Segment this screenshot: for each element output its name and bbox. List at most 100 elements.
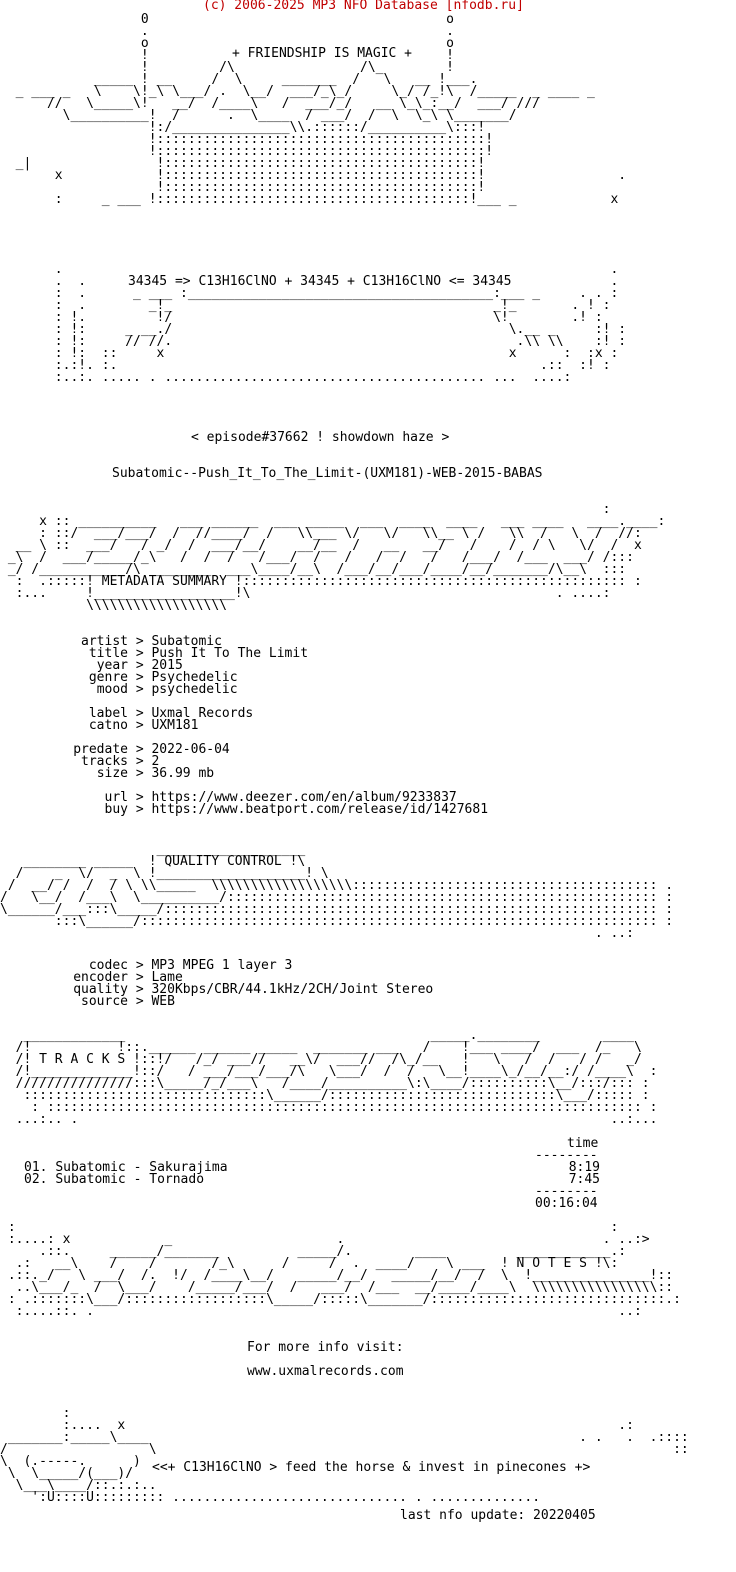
field-label: label <box>88 706 128 721</box>
field-separator: > <box>128 970 152 985</box>
field-value: 2015 <box>151 658 183 673</box>
tracks-ascii-art: _____________ _____.________ ____ /! !::… <box>15 1028 658 1127</box>
track-dash: - <box>125 1172 150 1187</box>
field-label: size <box>96 766 128 781</box>
field-label: encoder <box>73 970 128 985</box>
field-value: Psychedelic <box>151 670 238 685</box>
field-row: genre > Psychedelic <box>72 670 488 685</box>
field-label: buy <box>104 802 128 817</box>
field-label: tracks <box>81 754 128 769</box>
field-value: UXM181 <box>151 718 199 733</box>
field-value: 36.99 mb <box>151 766 215 781</box>
field-value: Push It To The Limit <box>151 646 309 661</box>
field-separator: > <box>128 766 152 781</box>
field-value: Subatomic <box>151 634 222 649</box>
track-row: 01. Subatomic - Sakurajima 8:19 <box>24 1160 600 1175</box>
quality-ascii-art: ___________________ ________ _____ ! QUA… <box>0 842 674 941</box>
field-separator: > <box>128 958 152 973</box>
field-value: Lame <box>151 970 183 985</box>
release-name: Subatomic--Push_It_To_The_Limit-(UXM181)… <box>112 466 543 481</box>
field-separator: > <box>128 754 152 769</box>
track-title: Tornado <box>149 1172 205 1187</box>
field-separator: > <box>128 670 152 685</box>
field-label: artist <box>81 634 128 649</box>
footer-slogan: <<+ C13H16ClNO > feed the horse & invest… <box>152 1460 591 1475</box>
field-separator: > <box>128 982 152 997</box>
field-label: catno <box>88 718 128 733</box>
field-value: https://www.beatport.com/release/id/1427… <box>151 802 489 817</box>
field-row: mood > psychedelic <box>72 682 488 697</box>
field-separator: > <box>128 706 152 721</box>
field-label: genre <box>88 670 128 685</box>
field-separator: > <box>128 682 152 697</box>
field-row: source > WEB <box>72 994 433 1009</box>
field-separator: > <box>128 790 152 805</box>
field-row: year > 2015 <box>72 658 488 673</box>
track-dash: - <box>125 1160 150 1175</box>
notes-ascii-art: : : :....: x _ . . ..:> .::. ______/____… <box>7 1220 681 1319</box>
footer-ascii-art: : :.... x .: _______:_____\____ . . . .:… <box>0 1406 689 1505</box>
field-label: source <box>81 994 128 1009</box>
field-row: catno > UXM181 <box>72 718 488 733</box>
field-row: predate > 2022-06-04 <box>72 742 488 757</box>
field-separator: > <box>128 742 152 757</box>
field-row: url > https://www.deezer.com/en/album/92… <box>72 790 488 805</box>
field-row: codec > MP3 MPEG 1 layer 3 <box>72 958 433 973</box>
field-label: quality <box>73 982 128 997</box>
total-separator: -------- <box>535 1184 598 1199</box>
field-row: size > 36.99 mb <box>72 766 488 781</box>
track-time: 8:19 <box>568 1160 600 1175</box>
field-separator: > <box>128 802 152 817</box>
field-value: 2 <box>151 754 160 769</box>
field-value: WEB <box>151 994 175 1009</box>
total-time: 00:16:04 <box>535 1196 598 1211</box>
episode-line: < episode#37662 ! showdown haze > <box>191 430 450 445</box>
site-header: (c) 2006-2025 MP3 NFO Database [nfodb.ru… <box>203 0 524 13</box>
field-row: tracks > 2 <box>72 754 488 769</box>
track-row: 02. Subatomic - Tornado 7:45 <box>24 1172 600 1187</box>
field-separator: > <box>128 994 152 1009</box>
track-number: 01. <box>24 1160 48 1175</box>
field-label: mood <box>96 682 128 697</box>
field-separator: > <box>128 634 152 649</box>
field-row: artist > Subatomic <box>72 634 488 649</box>
field-row: buy > https://www.beatport.com/release/i… <box>72 802 489 817</box>
field-row: label > Uxmal Records <box>72 706 488 721</box>
time-column-heading: time <box>567 1136 599 1151</box>
notes-url: www.uxmalrecords.com <box>247 1364 404 1379</box>
field-label: url <box>104 790 128 805</box>
field-value: 320Kbps/CBR/44.1kHz/2CH/Joint Stereo <box>151 982 434 997</box>
field-value: https://www.deezer.com/en/album/9233837 <box>151 790 457 805</box>
track-title: Sakurajima <box>149 1160 228 1175</box>
field-separator: > <box>128 646 152 661</box>
field-row: quality > 320Kbps/CBR/44.1kHz/2CH/Joint … <box>72 982 434 997</box>
field-label: title <box>88 646 128 661</box>
track-time: 7:45 <box>568 1172 600 1187</box>
field-value: 2022-06-04 <box>151 742 230 757</box>
field-label: predate <box>73 742 128 757</box>
banner-ascii-art: 0 o . . o o ! <box>15 12 627 207</box>
last-update: last nfo update: 20220405 <box>400 1508 596 1523</box>
field-row: title > Push It To The Limit <box>72 646 488 661</box>
track-number: 02. <box>24 1172 48 1187</box>
field-separator: > <box>128 658 152 673</box>
metadata-ascii-art: : x :: __________ ___ ______ ___ _____ _… <box>7 502 666 613</box>
track-artist: Subatomic <box>55 1172 126 1187</box>
notes-info-line: For more info visit: <box>247 1340 404 1355</box>
field-value: psychedelic <box>151 682 238 697</box>
field-value: Uxmal Records <box>151 706 254 721</box>
field-separator: > <box>128 718 152 733</box>
field-row: encoder > Lame <box>72 970 433 985</box>
track-artist: Subatomic <box>55 1160 126 1175</box>
banner-tagline: + FRIENDSHIP IS MAGIC + <box>232 46 413 61</box>
banner-ascii-art-bottom: . . . . . : . _ ___ :___________________… <box>54 262 627 385</box>
banner-formula: 34345 => C13H16ClNO + 34345 + C13H16ClNO… <box>128 274 512 289</box>
field-label: codec <box>88 958 128 973</box>
field-label: year <box>96 658 128 673</box>
time-separator: -------- <box>535 1148 598 1163</box>
field-value: MP3 MPEG 1 layer 3 <box>151 958 293 973</box>
